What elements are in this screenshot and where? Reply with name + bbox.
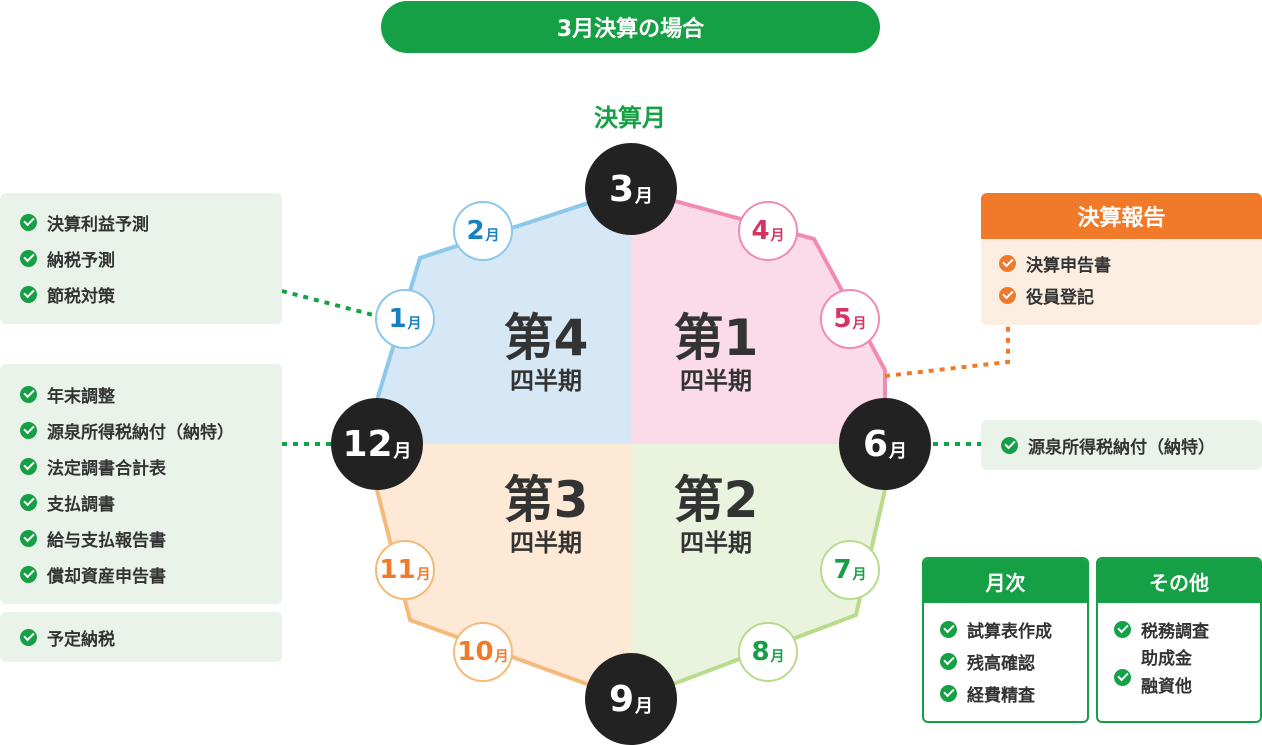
quarter-2-text: 四半期: [680, 529, 752, 557]
task-item: 役員登記: [999, 279, 1262, 311]
monthly-card-title: 月次: [924, 559, 1087, 603]
quarter-2-fill: [631, 444, 885, 700]
tasks-box-june: 源泉所得税納付（納特）: [981, 420, 1262, 470]
quarter-4-number: 第4: [503, 309, 589, 367]
connector-left-top: [281, 289, 378, 318]
check-icon: [999, 286, 1016, 304]
check-icon: [20, 628, 37, 646]
task-item: 納税予測: [20, 240, 282, 276]
task-item: 経費精査: [940, 677, 1087, 709]
task-item: 年末調整: [20, 376, 282, 412]
task-item: 償却資産申告書: [20, 556, 282, 592]
check-icon: [20, 421, 37, 439]
check-icon: [1114, 668, 1131, 686]
other-card: その他 税務調査 助成金 融資他: [1096, 557, 1262, 723]
quarter-4-label: 第4 四半期: [461, 310, 631, 396]
check-icon: [20, 565, 37, 583]
check-icon: [1114, 620, 1131, 638]
quarter-1-text: 四半期: [680, 367, 752, 395]
task-item: 税務調査: [1114, 613, 1260, 645]
task-item: 決算利益予測: [20, 204, 282, 240]
check-icon: [940, 620, 957, 638]
task-item: 試算表作成: [940, 613, 1087, 645]
check-icon: [20, 493, 37, 511]
check-icon: [20, 457, 37, 475]
quarter-2-label: 第2 四半期: [631, 472, 801, 558]
quarter-3-number: 第3: [503, 471, 589, 529]
check-icon: [20, 249, 37, 267]
task-item: 助成金 融資他: [1114, 645, 1260, 701]
quarter-3-fill: [377, 444, 631, 700]
other-card-title: その他: [1098, 559, 1260, 603]
check-icon: [20, 285, 37, 303]
quarter-2-number: 第2: [673, 471, 759, 529]
title-banner: 3月決算の場合: [381, 1, 880, 53]
task-item: 源泉所得税納付（納特）: [1001, 427, 1262, 463]
report-header: 決算報告: [981, 193, 1262, 239]
kessan-month-label: 決算月: [594, 104, 666, 132]
task-item: 決算申告書: [999, 247, 1262, 279]
check-icon: [1001, 436, 1018, 454]
task-item: 支払調書: [20, 484, 282, 520]
tasks-box-q4-planning: 決算利益予測 納税予測 節税対策: [0, 193, 282, 324]
quarter-1-number: 第1: [673, 309, 759, 367]
quarter-1-fill: [631, 189, 885, 444]
task-item: 源泉所得税納付（納特）: [20, 412, 282, 448]
quarter-1-label: 第1 四半期: [631, 310, 801, 396]
report-box: 決算申告書 役員登記: [981, 239, 1262, 325]
check-icon: [940, 652, 957, 670]
task-item: 法定調書合計表: [20, 448, 282, 484]
task-item: 残高確認: [940, 645, 1087, 677]
tasks-box-december: 年末調整 源泉所得税納付（納特） 法定調書合計表 支払調書 給与支払報告書 償却…: [0, 364, 282, 604]
title-text: 3月決算の場合: [556, 17, 705, 42]
task-item: 節税対策: [20, 276, 282, 312]
task-item: 予定納税: [20, 619, 282, 655]
check-icon: [20, 529, 37, 547]
tasks-box-prepayment: 予定納税: [0, 612, 282, 662]
monthly-card: 月次 試算表作成 残高確認 経費精査: [922, 557, 1089, 723]
check-icon: [999, 254, 1016, 272]
check-icon: [940, 684, 957, 702]
quarter-3-label: 第3 四半期: [461, 472, 631, 558]
quarter-4-text: 四半期: [510, 367, 582, 395]
connector-report: [884, 326, 1010, 378]
check-icon: [20, 385, 37, 403]
check-icon: [20, 213, 37, 231]
quarter-3-text: 四半期: [510, 529, 582, 557]
task-item: 給与支払報告書: [20, 520, 282, 556]
report-title: 決算報告: [1077, 206, 1166, 231]
